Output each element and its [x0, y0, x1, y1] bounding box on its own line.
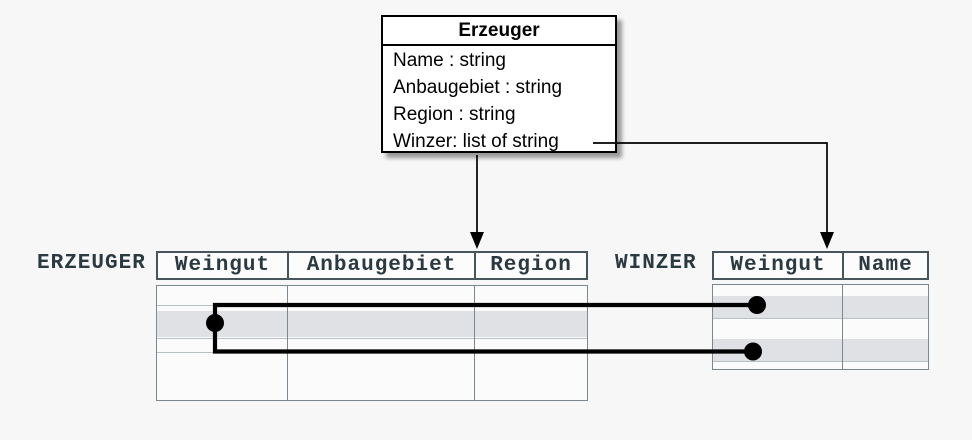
erzeuger-col-region: Region: [490, 254, 572, 277]
class-title: Erzeuger: [383, 17, 615, 46]
class-attribute-name: Name : string: [393, 50, 506, 71]
winzer-highlighted-row-2: [713, 339, 928, 361]
erzeuger-col-anbaugebiet: Anbaugebiet: [289, 253, 476, 278]
winzer-highlighted-row-1: [713, 296, 928, 318]
row-divider: [157, 338, 587, 339]
arrowhead-down-icon: [470, 232, 484, 249]
winzer-table-label: WINZER: [615, 252, 697, 275]
erzeuger-table-label: ERZEUGER: [37, 252, 146, 275]
class-attribute-region: Region : string: [393, 104, 516, 125]
erzeuger-table-body: [156, 285, 588, 401]
winzer-table-header: Weingut Name: [712, 251, 929, 280]
erzeuger-table-header: Weingut Anbaugebiet Region: [156, 251, 588, 280]
column-divider: [287, 286, 288, 400]
arrow-winzer-attr-to-winzer-table: [593, 142, 834, 249]
arrow-class-to-erzeuger-table: [470, 155, 484, 249]
class-attribute-list: Name : string Anbaugebiet : string Regio…: [383, 46, 615, 155]
column-divider: [474, 286, 475, 400]
row-divider: [713, 318, 928, 319]
winzer-col-name: Name: [858, 254, 913, 277]
uml-class-box-erzeuger: Erzeuger Name : string Anbaugebiet : str…: [381, 15, 617, 153]
erzeuger-col-weingut: Weingut: [158, 253, 289, 278]
row-divider: [157, 305, 587, 306]
row-divider: [157, 352, 587, 353]
row-divider: [713, 361, 928, 362]
winzer-col-weingut: Weingut: [714, 253, 844, 278]
arrowhead-down-icon: [820, 232, 834, 249]
erzeuger-highlighted-row: [157, 311, 587, 337]
class-attribute-winzer: Winzer: list of string: [393, 131, 559, 152]
winzer-table-body: [712, 284, 929, 370]
class-attribute-anbaugebiet: Anbaugebiet : string: [393, 77, 563, 98]
column-divider: [842, 285, 843, 369]
